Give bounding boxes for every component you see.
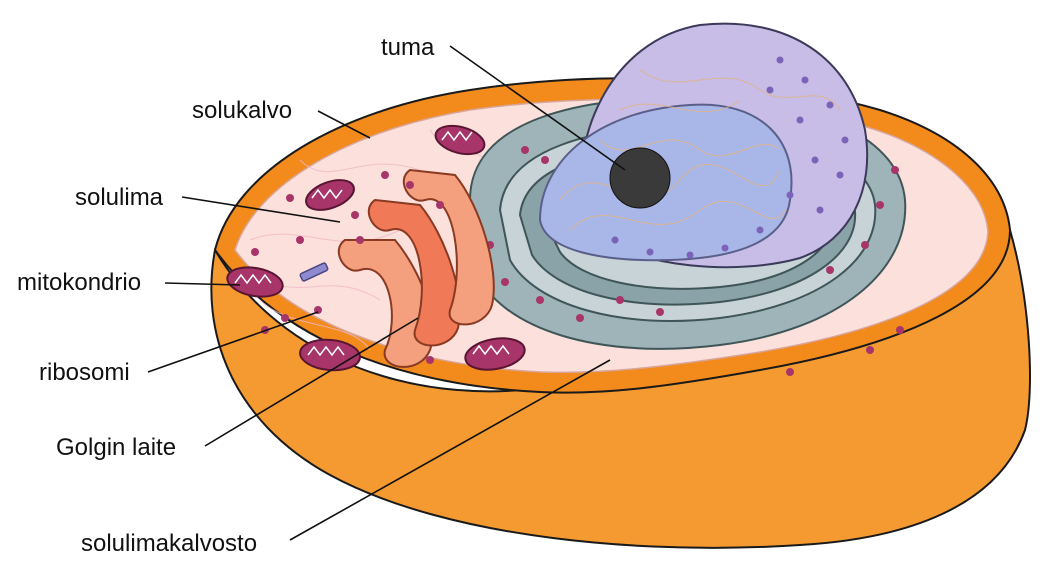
label-tuma: tuma bbox=[381, 36, 434, 60]
label-ribosomi: ribosomi bbox=[39, 361, 130, 385]
label-mitokondrio: mitokondrio bbox=[17, 271, 141, 295]
nucleolus bbox=[610, 148, 670, 208]
label-solukalvo: solukalvo bbox=[192, 99, 292, 123]
label-solulima: solulima bbox=[75, 186, 163, 210]
label-solulimakalvosto: solulimakalvosto bbox=[81, 532, 257, 556]
label-golgin-laite: Golgin laite bbox=[56, 436, 176, 460]
